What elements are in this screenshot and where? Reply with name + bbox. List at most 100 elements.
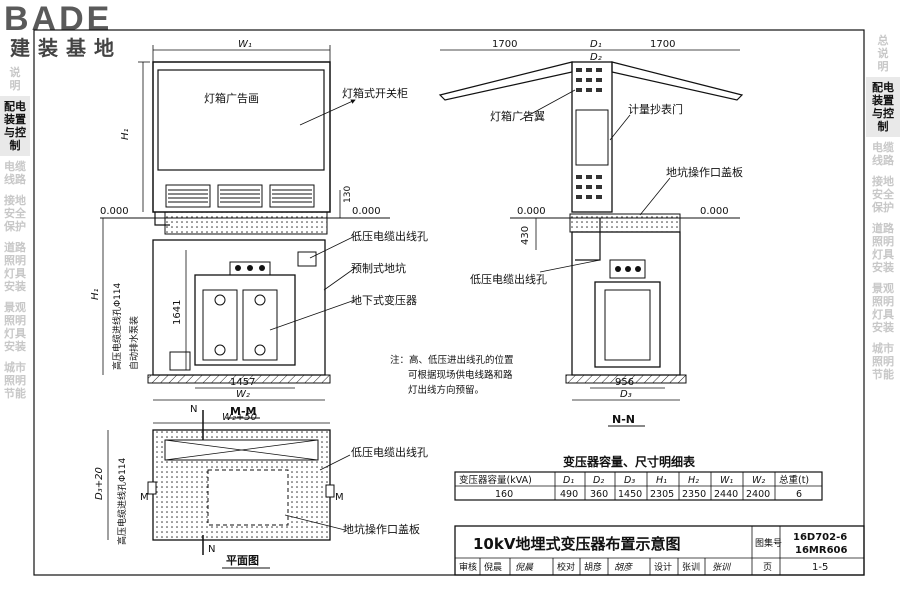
designer-signature: 张训: [712, 562, 732, 573]
w2-label: W₂: [236, 389, 250, 400]
h1-label: H₁: [120, 128, 131, 140]
page-label: 页: [763, 562, 772, 573]
hv-hole-label-front: 高压电缆进线孔Φ114: [111, 282, 123, 370]
left-ad-wing: [438, 61, 573, 101]
table-cell: 2440: [714, 489, 738, 500]
title-block: 10kV地埋式变压器布置示意图 图集号 16D702-6 16MR606 审核 …: [454, 525, 865, 576]
dim-1641-label: 1641: [172, 300, 183, 325]
side-cover-slab: [569, 213, 681, 233]
table-cell: 1450: [618, 489, 642, 500]
atlas-no-2: 16MR606: [795, 545, 847, 556]
dim-430-label: 430: [520, 226, 531, 245]
d2-label: D₂: [590, 52, 602, 63]
th-d3: D₃: [624, 475, 635, 486]
vent-grilles: [165, 184, 315, 208]
left-tab-road-lighting[interactable]: 道路 照明 灯具 安装: [4, 241, 26, 293]
lv-hole-label-front: 低压电缆出线孔: [351, 229, 428, 243]
cover-slab: [164, 211, 328, 235]
left-tab-overview[interactable]: 说 明: [9, 66, 21, 92]
table-cell: 360: [590, 489, 608, 500]
m-left-label: M: [140, 492, 149, 503]
checker-name: 胡彦: [584, 561, 602, 573]
level-left-front: 0.000: [100, 206, 129, 217]
switch-cabinet-label: 灯箱式开关柜: [342, 86, 408, 100]
sheet-frame: [33, 29, 865, 576]
side-view: 1700 D₁ D₂ 1700 灯箱广告翼 计量抄表门 地坑操: [438, 39, 744, 427]
pump-label: 自动排水泵装: [128, 316, 140, 370]
hv-hole-label-plan: 高压电缆进线孔Φ114: [116, 457, 128, 545]
left-tab-landscape-lighting[interactable]: 景观 照明 灯具 安装: [4, 301, 26, 353]
left-tab-cable[interactable]: 电缆 线路: [4, 160, 26, 186]
m-right-label: M: [335, 492, 344, 503]
d1-label: D₁: [590, 39, 602, 50]
meter-door-label: 计量抄表门: [628, 102, 683, 116]
table-cell: 6: [796, 489, 802, 500]
plan-view: W₂+50 N M M D₃+20 高压电缆进线孔Φ114 低压电缆出线孔 地坑…: [94, 404, 428, 569]
lv-hole-label-plan: 低压电缆出线孔: [351, 445, 428, 459]
table-cell: 2305: [650, 489, 674, 500]
checker-signature: 胡彦: [614, 562, 633, 573]
right-tab-road-lighting[interactable]: 道路 照明 灯具 安装: [872, 222, 894, 274]
brand-subtitle: 建装基地: [10, 36, 122, 60]
level-right-front: 0.000: [352, 206, 381, 217]
review-label: 审核: [459, 561, 477, 573]
designer-name: 张训: [682, 562, 700, 573]
left-tab-energy-saving[interactable]: 城市 照明 节能: [4, 361, 26, 400]
th-h1: H₁: [656, 475, 667, 486]
side-pit: [571, 231, 681, 376]
th-w2: W₂: [752, 475, 765, 486]
th-d1: D₁: [563, 475, 574, 486]
d3-20-label: D₃+20: [94, 467, 105, 500]
check-label: 校对: [557, 561, 575, 573]
transformer-body: [194, 274, 296, 366]
page-number: 1-5: [812, 562, 828, 573]
pit-cover-label-side: 地坑操作口盖板: [666, 165, 743, 179]
left-tab-grounding[interactable]: 接地 安全 保护: [4, 194, 26, 233]
th-capacity: 变压器容量(kVA): [459, 474, 532, 486]
right-tab-energy-saving[interactable]: 城市 照明 节能: [872, 342, 894, 381]
d3-label: D₃: [620, 389, 632, 400]
w1-label: W₁: [238, 39, 252, 50]
side-cabinet: [571, 61, 613, 213]
n-bottom-label: N: [208, 544, 215, 555]
left-tab-distribution[interactable]: 配电 装置 与控 制: [0, 96, 30, 156]
front-view: W₁ 灯箱广告画 灯箱式开关柜 H₁: [90, 39, 428, 419]
atlas-no-1: 16D702-6: [793, 532, 847, 543]
table-title: 变压器容量、尺寸明细表: [563, 454, 696, 469]
right-tab-cable[interactable]: 电缆 线路: [872, 141, 894, 167]
th-w1: W₁: [720, 475, 733, 486]
th-weight: 总重(t): [779, 474, 809, 486]
pit-base: [147, 374, 331, 384]
drawing-title: 10kV地埋式变压器布置示意图: [473, 535, 680, 553]
table-cell: 160: [495, 489, 513, 500]
pit-cover-label-plan: 地坑操作口盖板: [343, 522, 420, 536]
plan-view-title: 平面图: [226, 554, 259, 567]
n-top-label: N: [190, 404, 197, 415]
th-h2: H₂: [688, 475, 699, 486]
table-cell: 2350: [682, 489, 706, 500]
right-tab-landscape-lighting[interactable]: 景观 照明 灯具 安装: [872, 282, 894, 334]
table-cell: 490: [560, 489, 578, 500]
transformer-label: 地下式变压器: [351, 293, 417, 307]
pit-label: 预制式地坑: [351, 261, 406, 275]
right-tab-distribution[interactable]: 配电 装置 与控 制: [866, 77, 900, 137]
right-tab-grounding[interactable]: 接地 安全 保护: [872, 175, 894, 214]
level-right-side: 0.000: [700, 206, 729, 217]
dim-1700-right: 1700: [650, 39, 675, 50]
spec-table: 变压器容量、尺寸明细表 变压器容量(kVA) D₁ D₂ D₃ H₁ H₂ W₁…: [454, 454, 823, 501]
reviewer-name: 倪晨: [484, 561, 502, 573]
dim-1700-left: 1700: [492, 39, 517, 50]
dim-1457-label: 1457: [230, 377, 255, 388]
section-nn-title: N-N: [612, 413, 635, 426]
ad-box-label: 灯箱广告画: [204, 91, 259, 105]
right-tab-overview[interactable]: 总 说 明: [877, 34, 889, 73]
th-d2: D₂: [593, 475, 604, 486]
plan-cover-opening: [207, 469, 289, 526]
reviewer-signature: 倪晨: [515, 562, 534, 573]
ad-wing-label: 灯箱广告翼: [490, 109, 545, 123]
right-category-sidebar: 总 说 明 配电 装置 与控 制 电缆 线路 接地 安全 保护 道路 照明 灯具…: [866, 30, 900, 385]
table-cell: 2400: [746, 489, 770, 500]
brand-logo: BADE 建装基地: [4, 2, 122, 60]
